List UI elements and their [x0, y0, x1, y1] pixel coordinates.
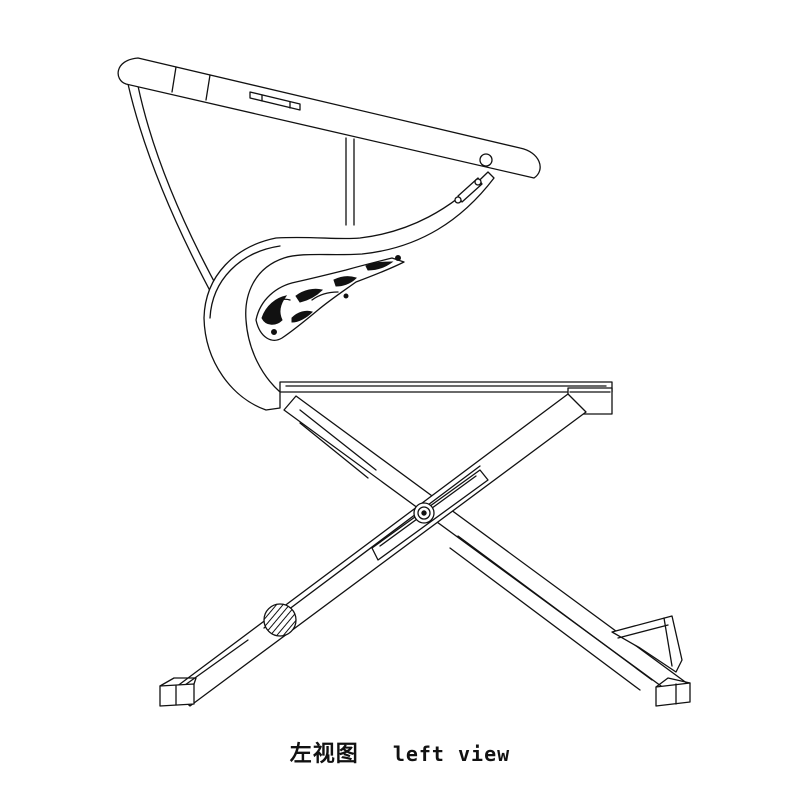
armrest-sweep — [203, 171, 495, 411]
top-crest-rail — [117, 57, 541, 179]
section-hatch-circle — [263, 603, 297, 637]
caption-english: left view — [392, 742, 511, 766]
foot-bracket — [611, 615, 683, 673]
caption-chinese: 左视图 — [289, 742, 359, 767]
rear-foot — [655, 677, 691, 707]
carved-cloud-motif — [255, 255, 405, 341]
caption: 左视图 left view — [0, 736, 800, 768]
back-splat — [127, 83, 223, 303]
pivot-bolt — [413, 502, 435, 524]
front-foot — [159, 677, 197, 707]
back-post — [345, 137, 355, 226]
seat-board — [279, 381, 613, 393]
rear-leg — [283, 395, 689, 698]
